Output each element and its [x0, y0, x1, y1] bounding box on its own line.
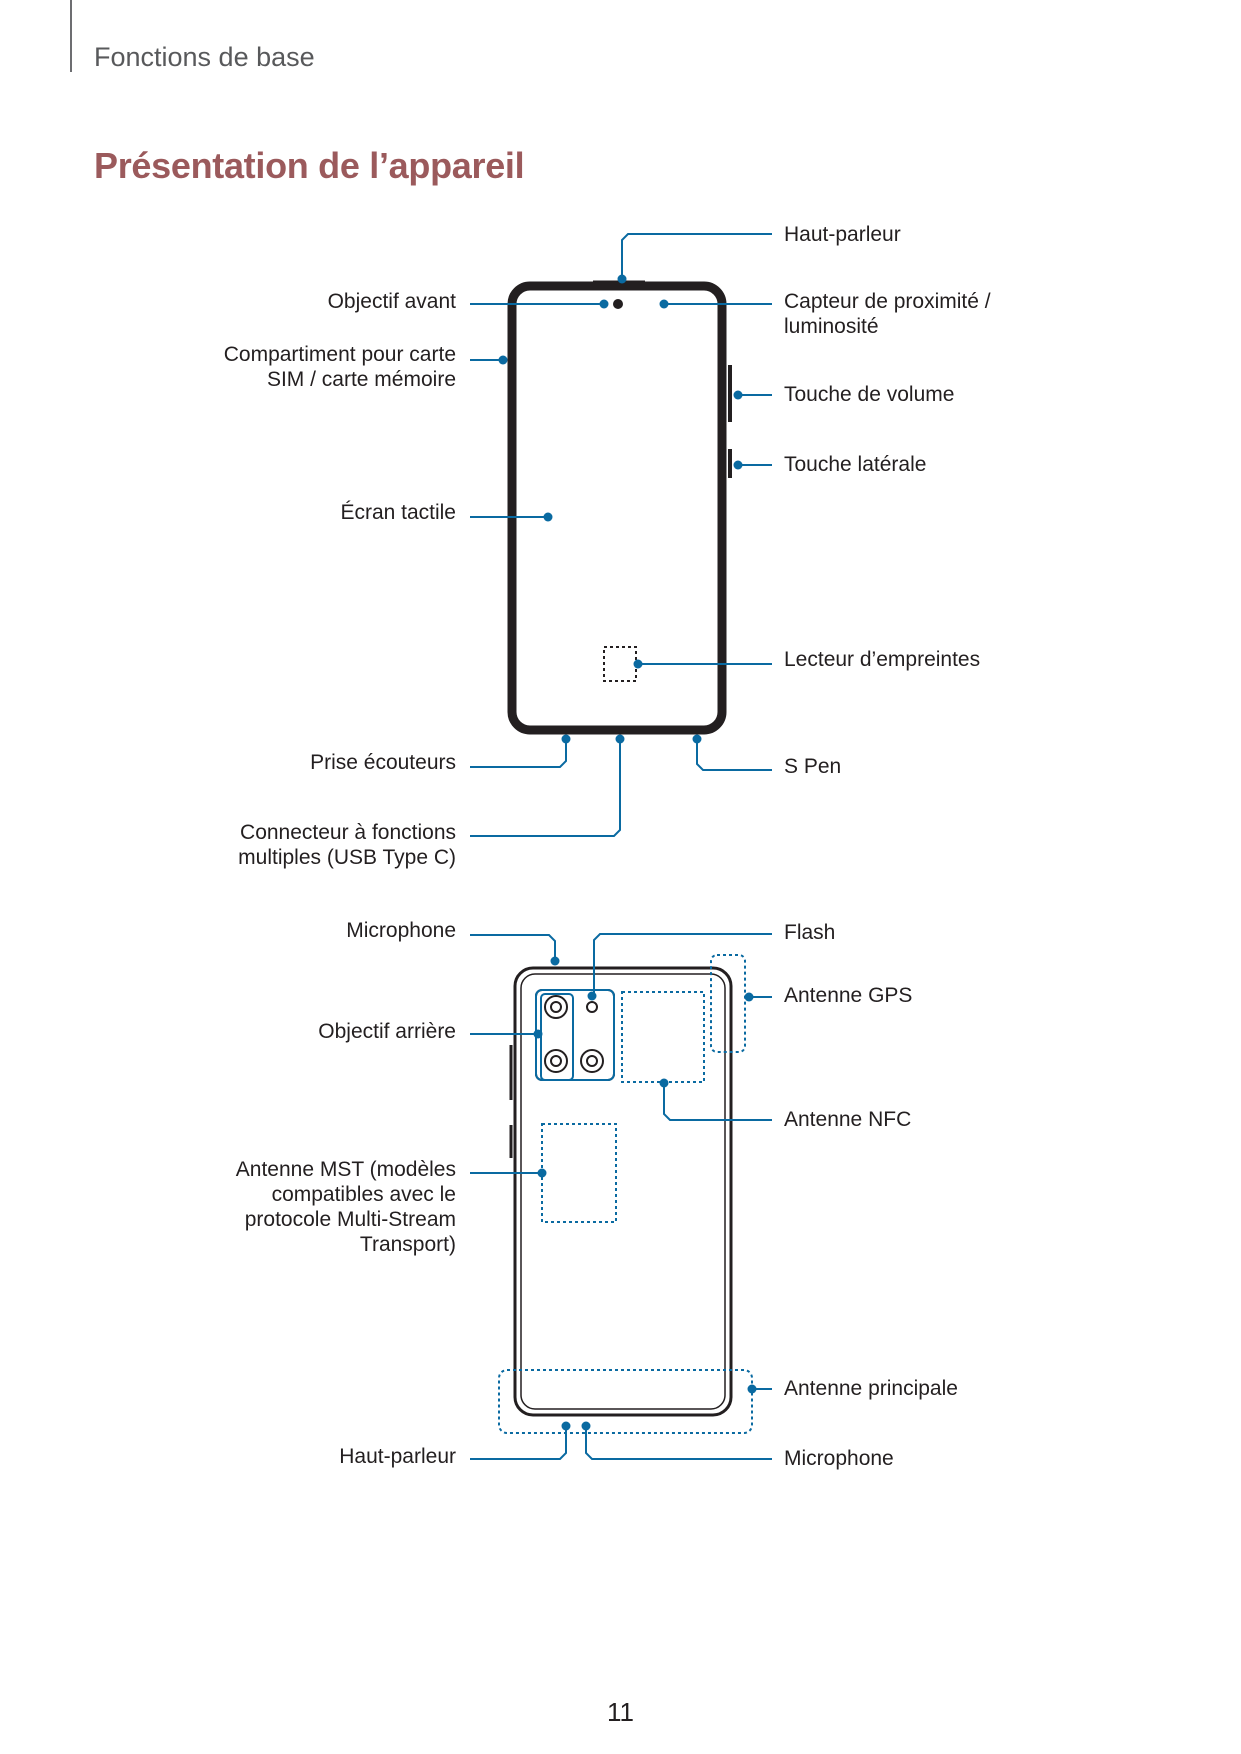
label-carte-line2: SIM / carte mémoire: [266, 368, 456, 391]
label-mst-line2: compatibles avec le: [271, 1183, 456, 1206]
flash-icon: [586, 1001, 598, 1013]
front-callout-dots: [498, 274, 743, 744]
label-connecteur-line2: multiples (USB Type C): [238, 846, 456, 869]
fingerprint-area: [603, 646, 637, 682]
mst-area: [541, 1123, 617, 1223]
section-header: Fonctions de base: [94, 42, 315, 72]
nfc-area: [621, 991, 705, 1083]
page-title: Présentation de l’appareil: [94, 145, 525, 186]
label-haut-parleur: Haut-parleur: [784, 223, 901, 246]
back-device: [509, 966, 733, 1417]
back-callouts: [470, 933, 772, 1460]
callout-microphone-top: [470, 934, 556, 961]
back-frame: [513, 966, 733, 1417]
label-mst-line1: Antenne MST (modèles: [235, 1158, 456, 1181]
label-microphone-bas: Microphone: [784, 1447, 894, 1470]
label-capteur-line2: luminosité: [784, 315, 879, 338]
label-touche-volume: Touche de volume: [784, 383, 955, 406]
callout-connecteur: [470, 739, 621, 837]
label-haut-parleur-bas: Haut-parleur: [339, 1445, 456, 1468]
front-callouts: [470, 233, 772, 837]
page-number: 11: [607, 1697, 634, 1727]
callout-microphone-bas: [585, 1426, 772, 1460]
front-camera-icon: [613, 299, 623, 309]
callout-nfc: [663, 1083, 772, 1121]
callout-prise-ecouteurs: [470, 739, 567, 768]
label-mst-line4: Transport): [359, 1233, 456, 1256]
callout-s-pen: [696, 739, 772, 771]
label-s-pen: S Pen: [784, 755, 842, 778]
label-capteur-line1: Capteur de proximité /: [784, 290, 991, 313]
back-highlights: [498, 954, 753, 1434]
label-flash: Flash: [784, 921, 836, 944]
label-antenne-gps: Antenne GPS: [784, 984, 913, 1007]
front-frame: [507, 281, 727, 735]
label-connecteur-line1: Connecteur à fonctions: [240, 821, 456, 844]
label-objectif-avant: Objectif avant: [327, 290, 456, 313]
label-antenne-principale: Antenne principale: [784, 1377, 958, 1400]
margin-rule: [70, 0, 72, 72]
label-antenne-nfc: Antenne NFC: [784, 1108, 912, 1131]
label-objectif-arriere: Objectif arrière: [318, 1020, 456, 1043]
front-device: [507, 280, 732, 735]
callout-haut-parleur: [621, 233, 772, 276]
label-carte-line1: Compartiment pour carte: [223, 343, 456, 366]
label-ecran-tactile: Écran tactile: [340, 501, 456, 524]
label-lecteur-empreintes: Lecteur d’empreintes: [784, 648, 981, 671]
back-callout-dots: [533, 956, 757, 1431]
label-prise-ecouteurs: Prise écouteurs: [310, 751, 456, 774]
label-touche-laterale: Touche latérale: [784, 453, 927, 476]
main-antenna-area: [498, 1369, 753, 1434]
back-inner-frame: [520, 973, 726, 1410]
label-mst-line3: protocole Multi-Stream: [244, 1208, 456, 1231]
label-microphone-top: Microphone: [346, 919, 456, 942]
callout-flash: [593, 933, 772, 993]
callout-haut-parleur-bas: [470, 1426, 567, 1460]
gps-area: [710, 954, 746, 1053]
